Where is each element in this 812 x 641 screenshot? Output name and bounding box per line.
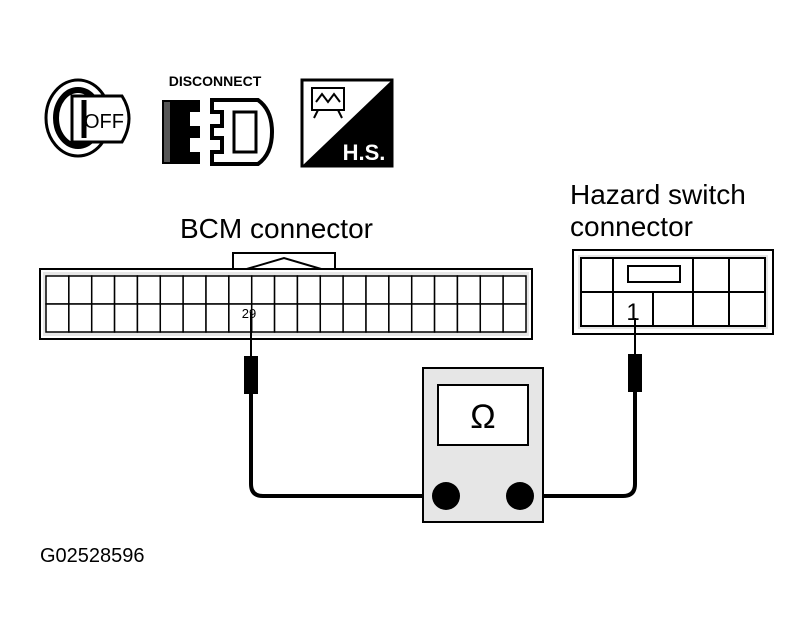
bcm-terminal-cell xyxy=(296,303,322,333)
bcm-terminal-cell xyxy=(410,275,436,305)
bcm-terminal-cell xyxy=(273,303,299,333)
bcm-terminal-cell xyxy=(45,303,70,333)
disconnect-label: DISCONNECT xyxy=(169,73,262,89)
meter-probe-jack-left xyxy=(432,482,460,510)
bcm-terminal-cell xyxy=(319,303,344,333)
bcm-terminal-cell xyxy=(68,303,93,333)
bcm-terminal-cell xyxy=(159,275,184,305)
bcm-terminal-cell xyxy=(68,275,93,305)
bcm-connector: 29 xyxy=(39,252,533,340)
hazard-connector-title-line1: Hazard switch xyxy=(570,179,746,210)
bcm-terminal-cell xyxy=(228,275,253,305)
bcm-terminal-cell xyxy=(388,303,413,333)
bcm-connector-title: BCM connector xyxy=(180,213,373,244)
bcm-terminal-cell xyxy=(502,303,527,333)
ohmmeter: Ω xyxy=(422,367,544,523)
bcm-terminal-cell xyxy=(433,275,459,305)
bcm-terminal-cell xyxy=(319,275,344,305)
disconnect-connector-icon: DISCONNECT xyxy=(162,73,275,166)
bcm-terminal-cell xyxy=(273,275,299,305)
bcm-terminal-cell xyxy=(479,303,504,333)
bcm-terminal-cell xyxy=(90,275,116,305)
bcm-terminal-cell xyxy=(136,275,162,305)
bcm-terminal-cell xyxy=(365,275,390,305)
bcm-terminal-cell xyxy=(205,275,230,305)
bcm-terminal-cell xyxy=(182,303,207,333)
bcm-terminal-cell xyxy=(342,303,367,333)
bcm-terminal-cell xyxy=(113,303,139,333)
probe-wire-right xyxy=(522,318,642,498)
figure-id: G02528596 xyxy=(40,545,145,567)
bcm-terminal-cell xyxy=(433,303,459,333)
bcm-terminal-cell xyxy=(410,303,436,333)
bcm-terminal-cell xyxy=(456,275,482,305)
bcm-terminal-cell xyxy=(182,275,207,305)
hazard-switch-icon: H.S. xyxy=(300,78,394,168)
bcm-terminal-cell xyxy=(502,275,527,305)
bcm-terminal-cell xyxy=(388,275,413,305)
ohm-symbol: Ω xyxy=(470,398,495,436)
bcm-terminal-grid xyxy=(45,275,527,333)
bcm-terminal-cell xyxy=(205,303,230,333)
bcm-terminal-cell xyxy=(113,275,139,305)
bcm-terminal-cell xyxy=(342,275,367,305)
hazard-terminal-1-label: 1 xyxy=(626,299,639,326)
bcm-terminal-cell xyxy=(136,303,162,333)
hs-label: H.S. xyxy=(343,140,386,165)
bcm-terminal-cell xyxy=(479,275,504,305)
ignition-key-off-icon: OFF xyxy=(44,78,131,158)
bcm-terminal-cell xyxy=(365,303,390,333)
bcm-terminal-cell xyxy=(159,303,184,333)
meter-probe-jack-right xyxy=(506,482,534,510)
bcm-terminal-cell xyxy=(296,275,322,305)
hazard-switch-connector: 1 xyxy=(572,249,774,335)
probe-wire-left xyxy=(244,312,444,498)
hazard-connector-title-line2: connector xyxy=(570,211,693,242)
bcm-terminal-cell xyxy=(45,275,70,305)
bcm-terminal-29-label: 29 xyxy=(242,306,256,321)
bcm-terminal-cell xyxy=(90,303,116,333)
bcm-terminal-cell xyxy=(250,275,276,305)
key-off-label: OFF xyxy=(84,111,124,133)
bcm-terminal-cell xyxy=(456,303,482,333)
